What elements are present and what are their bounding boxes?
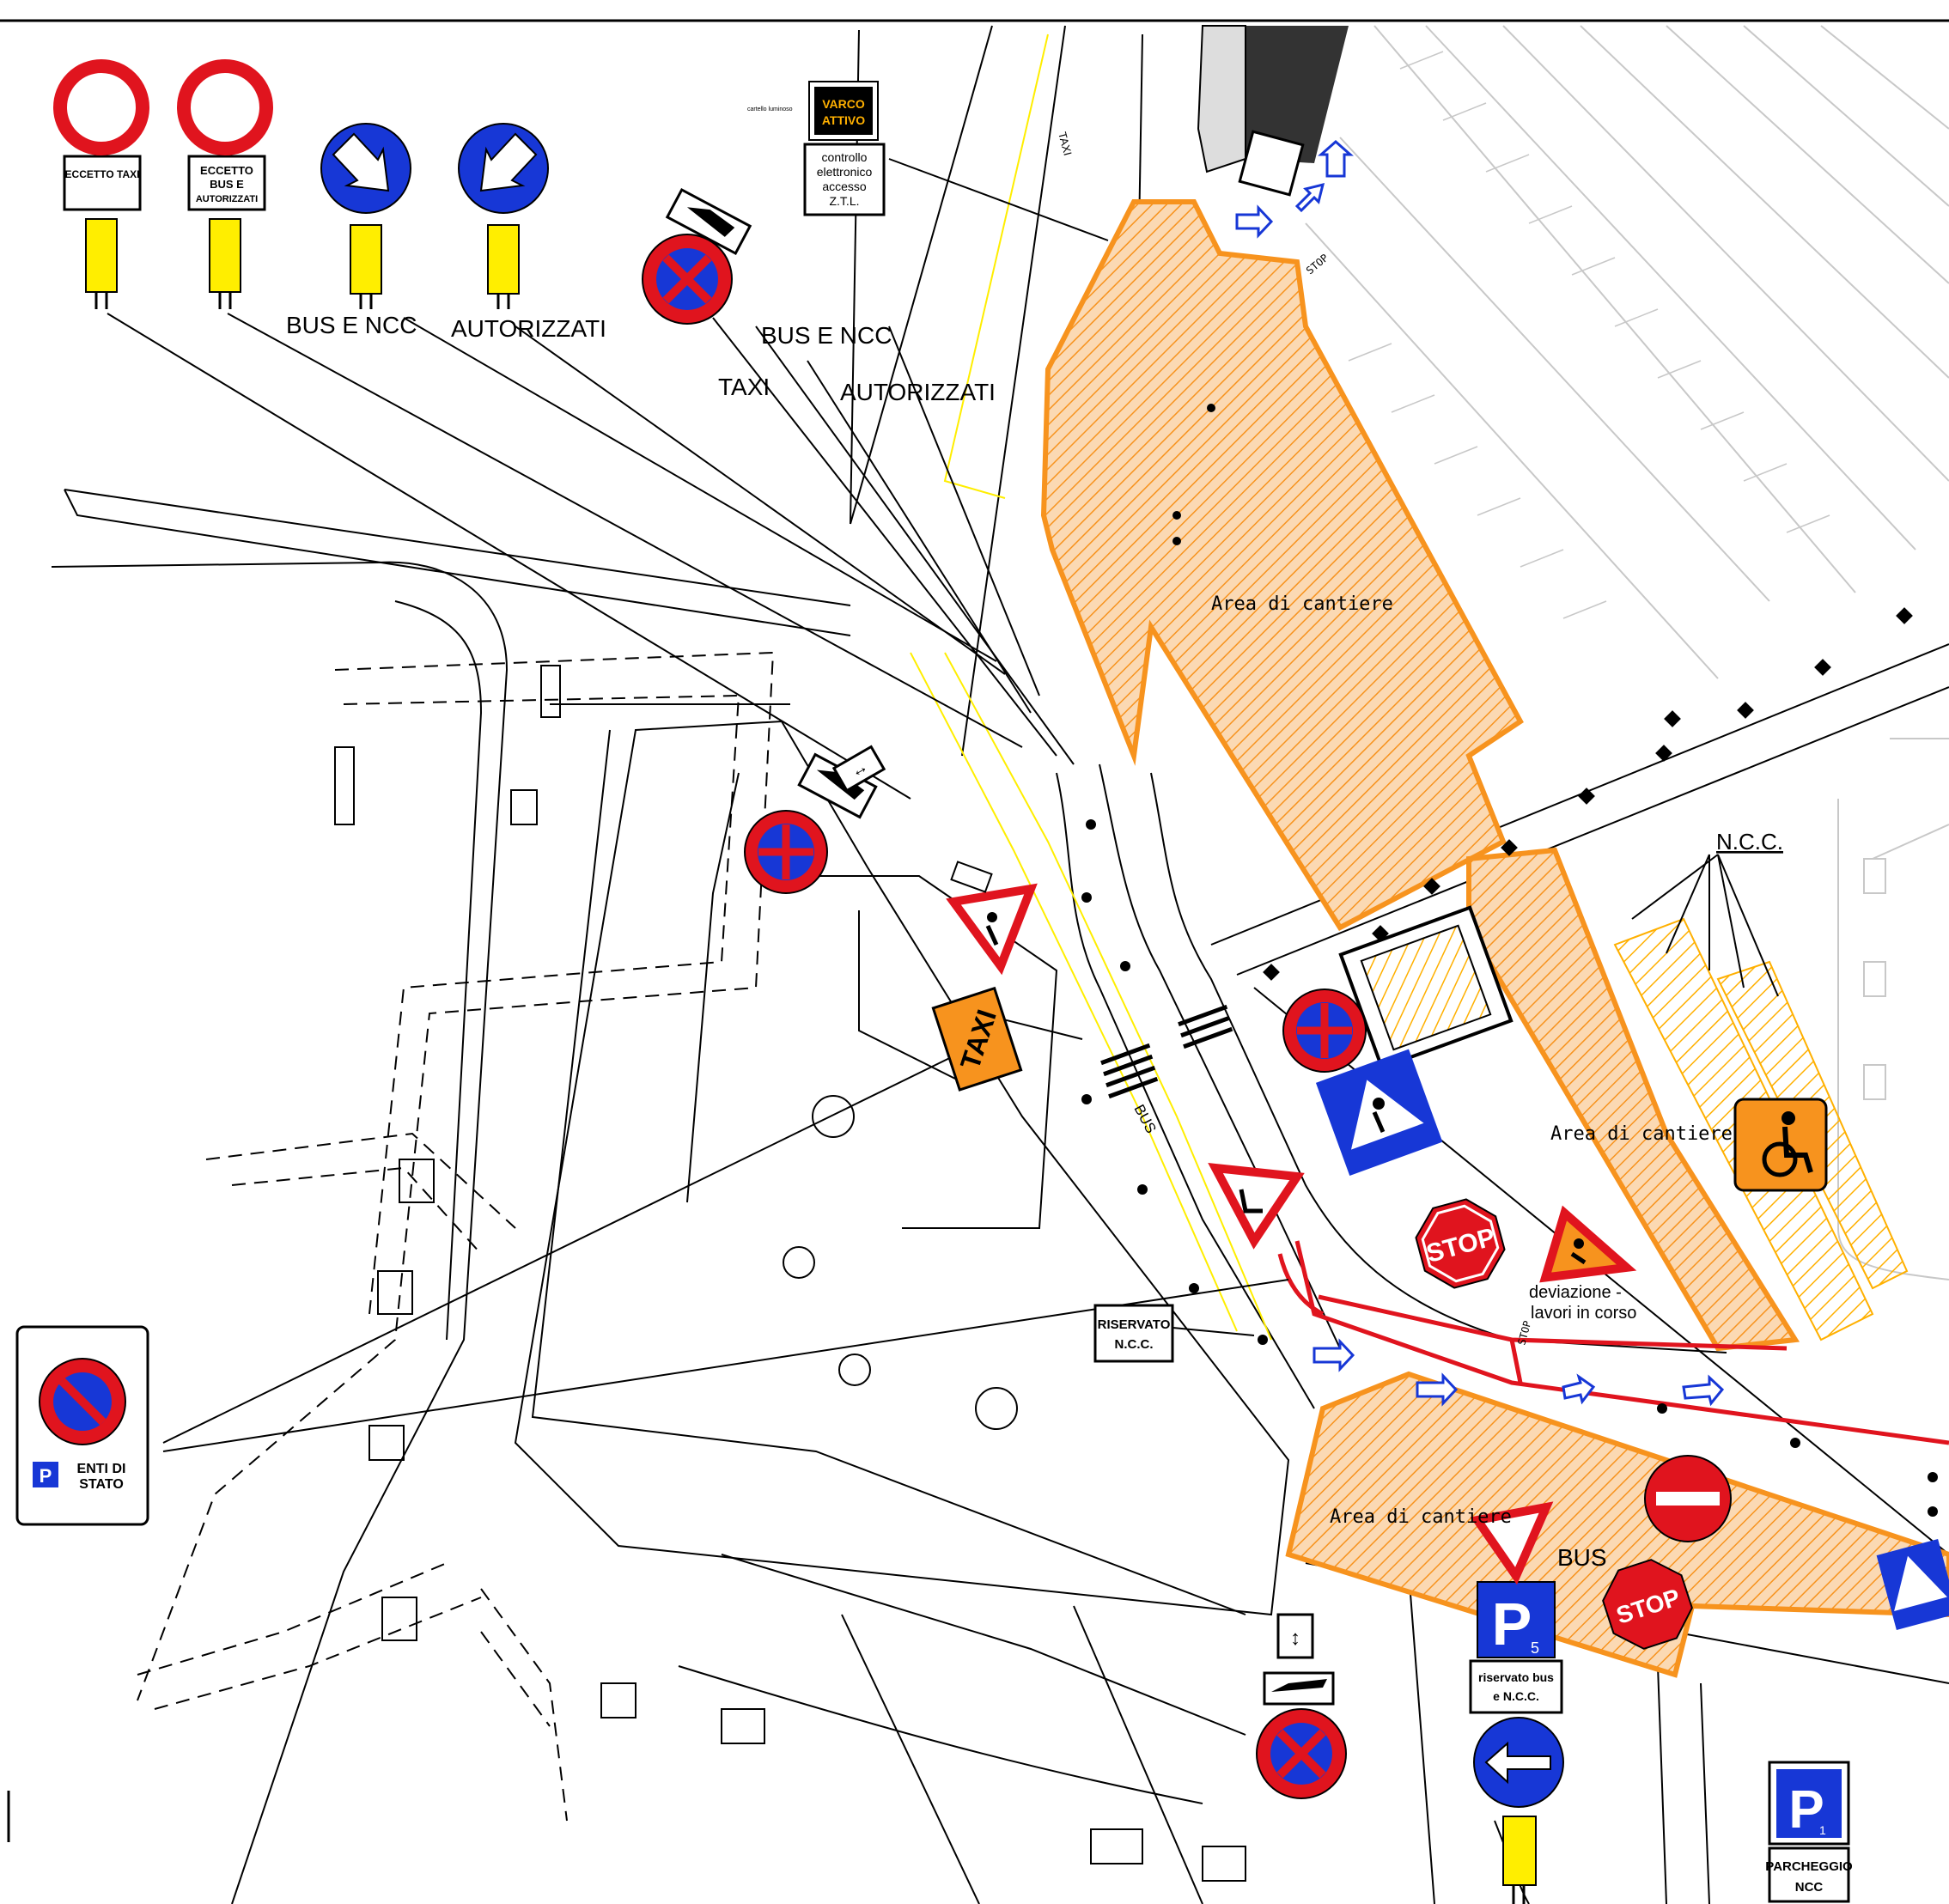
arrow-down-left-icon: [479, 132, 538, 192]
wheelchair-icon: [1762, 1111, 1813, 1177]
tow-truck-icon: [686, 207, 735, 237]
eccetto-taxi-label: ECCETTO TAXI: [65, 168, 140, 180]
sign-arrow-left: [1473, 1717, 1564, 1904]
p5-number: 5: [1531, 1639, 1539, 1657]
enti-l2: STATO: [79, 1477, 124, 1492]
sign-pedestrian-crossing: [1315, 1049, 1443, 1176]
lane-label-taxi: TAXI: [1056, 131, 1075, 157]
sign-no-stopping-right: [1282, 988, 1367, 1073]
tow-truck-icon: [1271, 1679, 1327, 1692]
sign-road-works: [1539, 1205, 1637, 1283]
sign-no-entry-except-taxi: ECCETTO TAXI: [53, 59, 149, 309]
varco-l2: ATTIVO: [822, 113, 865, 127]
riservato-l1: RISERVATO: [1098, 1317, 1171, 1332]
ztl-l4: Z.T.L.: [829, 194, 859, 208]
area-label-east: Area di cantiere: [1550, 1123, 1733, 1145]
sign-no-entry-except-bus: ECCETTO BUS E AUTORIZZATI: [177, 59, 273, 309]
stop-marking-north: STOP: [1304, 252, 1331, 277]
arrow-left-icon: [1484, 1741, 1551, 1785]
sign-no-stopping-center: ↔: [744, 745, 886, 894]
direction-arrows: [1235, 139, 1725, 1407]
crosswalks: [1100, 1004, 1233, 1099]
sign-yield-curve: [1208, 1163, 1305, 1250]
sign-parking-bus-ncc: P 5 riservato bus e N.C.C.: [1469, 1581, 1563, 1714]
sign-stop-south: STOP: [1602, 1559, 1693, 1650]
label-ncc: N.C.C.: [1716, 829, 1783, 855]
sign-no-entry-south: [1644, 1455, 1732, 1542]
parcheggio-l1: PARCHEGGIO: [1765, 1859, 1853, 1874]
construction-area-north: [1040, 199, 1524, 931]
tow-truck-icon: [816, 770, 865, 800]
sign-no-stopping-tow-away: [642, 187, 752, 325]
ztl-l2: elettronico: [817, 165, 873, 179]
riservato-bus-l2: e N.C.C.: [1493, 1689, 1539, 1703]
sign-wheelchair: [1733, 1098, 1828, 1192]
enti-l1: ENTI DI: [77, 1462, 126, 1476]
sign-yield-pedestrian: [946, 861, 1038, 976]
parcheggio-l2: NCC: [1795, 1880, 1824, 1895]
sign-parcheggio-ncc: P 1 PARCHEGGIO NCC: [1765, 1761, 1853, 1903]
ztl-l1: controllo: [822, 150, 868, 164]
sign-no-stopping-bottom: ↕: [1256, 1613, 1347, 1799]
lane-label-bus: BUS: [1130, 1102, 1159, 1136]
grate: [1338, 905, 1514, 1070]
riservato-l2: N.C.C.: [1115, 1337, 1154, 1352]
label-autorizzati-1: AUTORIZZATI: [451, 315, 606, 342]
sign-keep-right: [320, 123, 411, 309]
eccetto-bus-l3: AUTORIZZATI: [196, 194, 258, 204]
taxi-lane-marks: [910, 33, 1272, 1341]
road-dots: [1081, 404, 1938, 1517]
pedestrian-icon: [1372, 1098, 1386, 1133]
parking-grid: [1305, 25, 1949, 1280]
sign-stop-center: STOP: [1415, 1198, 1506, 1289]
eccetto-bus-l1: ECCETTO: [200, 164, 253, 177]
bollard-markers: [1263, 607, 1913, 981]
cartello-luminoso-label: cartello luminoso: [747, 106, 793, 113]
construction-area-south: [1285, 1371, 1949, 1678]
building-block-top: [1197, 25, 1349, 197]
label-bus-e-ncc-2: BUS E NCC: [761, 322, 892, 349]
eccetto-bus-l2: BUS E: [210, 178, 244, 191]
p1-letter: P: [1788, 1780, 1824, 1840]
p1-number: 1: [1819, 1823, 1826, 1837]
riservato-bus-l1: riservato bus: [1478, 1670, 1554, 1684]
double-arrow-icon: ↕: [1290, 1627, 1300, 1650]
label-taxi: TAXI: [718, 374, 770, 400]
double-arrow-icon: ↔: [831, 745, 886, 793]
worker-icon: [1570, 1238, 1587, 1265]
enti-p-letter: P: [40, 1465, 52, 1487]
pedestrian-icon: [985, 912, 999, 946]
sign-riservato-ncc: RISERVATO N.C.C.: [1093, 1304, 1174, 1363]
deviazione-l1: deviazione -: [1529, 1283, 1622, 1302]
ztl-l3: accesso: [822, 179, 867, 193]
sign-varco-attivo: cartello luminoso VARCO ATTIVO controllo…: [747, 81, 886, 216]
detour-route: [1277, 1240, 1949, 1445]
deviazione-l2: lavori in corso: [1531, 1304, 1636, 1323]
varco-l1: VARCO: [822, 97, 865, 111]
p5-letter: P: [1492, 1591, 1532, 1658]
sign-yield-south: [1470, 1501, 1554, 1585]
sign-enti-di-stato: P ENTI DI STATO: [15, 1325, 149, 1526]
sign-pedestrian-south: [1876, 1538, 1949, 1631]
sign-keep-left: [458, 123, 549, 309]
svg-text:↕: ↕: [1290, 1627, 1300, 1650]
arrow-down-right-icon: [332, 132, 390, 192]
label-autorizzati-2: AUTORIZZATI: [840, 379, 996, 405]
label-bus: BUS: [1557, 1544, 1607, 1571]
area-label-south: Area di cantiere: [1330, 1506, 1512, 1528]
label-bus-e-ncc-1: BUS E NCC: [286, 312, 417, 338]
area-label-north: Area di cantiere: [1211, 593, 1393, 615]
sign-taxi-orange: TAXI: [931, 986, 1023, 1092]
